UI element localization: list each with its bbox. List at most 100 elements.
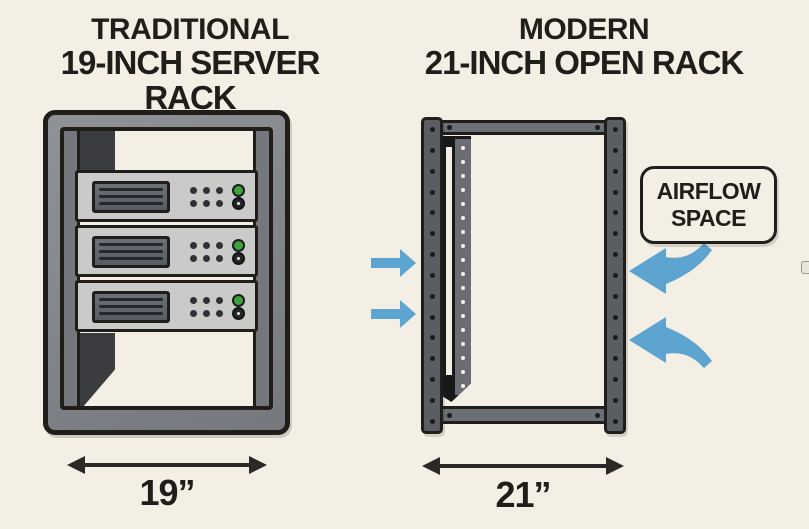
power-led-green-icon — [231, 183, 245, 197]
mounting-hole — [612, 231, 618, 237]
status-led-icon — [202, 186, 210, 194]
inner-rail-hole — [461, 328, 465, 332]
mounting-hole — [429, 147, 435, 153]
cropped-edge-artifact — [801, 261, 809, 274]
vent-slot-line — [99, 243, 163, 246]
status-led-icon — [202, 241, 210, 249]
mounting-hole — [612, 127, 618, 132]
airflow-label-line2: SPACE — [670, 205, 747, 231]
status-led-icon — [215, 296, 223, 304]
mounting-hole — [429, 314, 435, 320]
status-led-icon — [215, 199, 223, 207]
power-led-green-icon — [231, 293, 245, 307]
inner-rail-hole — [461, 244, 465, 248]
server-unit — [75, 225, 258, 277]
power-button-icon — [231, 251, 245, 265]
inner-rail-hole — [461, 286, 465, 290]
mounting-hole — [612, 356, 618, 362]
airflow-label-line1: AIRFLOW — [656, 178, 761, 204]
mounting-hole — [612, 293, 618, 299]
mounting-hole — [429, 377, 435, 383]
inner-rail-hole — [461, 160, 465, 164]
vent-slot-line — [99, 188, 163, 191]
inner-rail-hole — [461, 174, 465, 178]
inner-rail-hole — [461, 314, 465, 318]
server-unit — [75, 280, 258, 332]
inner-rail-post — [455, 139, 471, 395]
rail-bolt-hole — [595, 412, 600, 418]
mounting-hole — [429, 168, 435, 174]
mounting-hole — [612, 147, 618, 153]
status-led-icon — [189, 186, 197, 194]
inner-rail-hole — [461, 202, 465, 206]
vent-slot-line — [99, 250, 163, 253]
status-led-icon — [215, 254, 223, 262]
airflow-in-arrow-top-icon — [371, 249, 416, 277]
open-rack-right-post — [604, 117, 626, 434]
airflow-curved-arrow-top-icon — [629, 243, 712, 294]
status-led-icon — [189, 296, 197, 304]
rack-depth-shadow-top — [75, 131, 115, 170]
open-rack-inner-mounting-rail — [443, 136, 471, 402]
mounting-hole — [612, 189, 618, 195]
open-rack-top-rail — [436, 120, 611, 135]
airflow-in-arrow-bottom-icon — [371, 300, 416, 328]
rail-bolt-hole — [447, 125, 452, 130]
status-led-icon — [189, 309, 197, 317]
traditional-rack-interior — [60, 127, 273, 410]
status-led-icon — [189, 254, 197, 262]
inner-rail-hole — [461, 188, 465, 192]
inner-rail-hole — [461, 272, 465, 276]
inner-rail-hole — [461, 342, 465, 346]
mounting-hole — [612, 418, 618, 424]
power-led-green-icon — [231, 238, 245, 252]
mounting-hole — [612, 377, 618, 383]
vent-slot-line — [99, 312, 163, 315]
rail-bolt-hole — [447, 412, 452, 418]
power-button-icon — [231, 196, 245, 210]
mounting-hole — [612, 314, 618, 320]
width-label-21in: 21” — [495, 474, 551, 515]
vent-slot-line — [99, 298, 163, 301]
inner-rail-hole — [461, 384, 465, 388]
open-rack-bottom-rail — [436, 406, 611, 424]
inner-rail-hole — [461, 370, 465, 374]
airflow-curved-arrow-bottom-icon — [629, 317, 712, 368]
vent-slot-line — [99, 257, 163, 260]
status-led-icon — [189, 199, 197, 207]
mounting-hole — [429, 335, 435, 341]
status-led-icon — [215, 241, 223, 249]
traditional-rack-title: TRADITIONAL 19-INCH SERVER RACK — [20, 14, 360, 116]
traditional-title-line1: TRADITIONAL — [91, 13, 289, 46]
mounting-hole — [429, 418, 435, 424]
status-led-icon — [215, 186, 223, 194]
inner-rail-gap — [446, 147, 452, 375]
mounting-hole — [429, 293, 435, 299]
width-arrow-19in-icon — [67, 456, 267, 474]
vent-slot-line — [99, 202, 163, 205]
rack-depth-shadow-bottom — [75, 333, 115, 406]
inner-rail-hole — [461, 258, 465, 262]
modern-rack-title: MODERN 21-INCH OPEN RACK — [414, 14, 754, 81]
modern-title-line2: 21-INCH OPEN RACK — [424, 43, 745, 81]
mounting-hole — [429, 356, 435, 362]
status-led-icon — [202, 199, 210, 207]
width-label-19in: 19” — [139, 472, 195, 513]
mounting-hole — [429, 397, 435, 403]
status-led-icon — [202, 296, 210, 304]
mounting-hole — [429, 252, 435, 258]
width-arrow-21in-icon — [422, 457, 624, 475]
server-unit — [75, 170, 258, 222]
vent-slot-line — [99, 195, 163, 198]
power-button-icon — [231, 306, 245, 320]
traditional-title-line2: 19-INCH SERVER RACK — [60, 43, 321, 116]
mounting-hole — [429, 127, 435, 132]
modern-title-line1: MODERN — [518, 13, 650, 46]
server-vent-grille — [92, 181, 170, 213]
mounting-hole — [429, 210, 435, 216]
rail-bolt-hole — [595, 125, 600, 130]
status-led-icon — [215, 309, 223, 317]
status-led-icon — [189, 241, 197, 249]
mounting-hole — [612, 210, 618, 216]
